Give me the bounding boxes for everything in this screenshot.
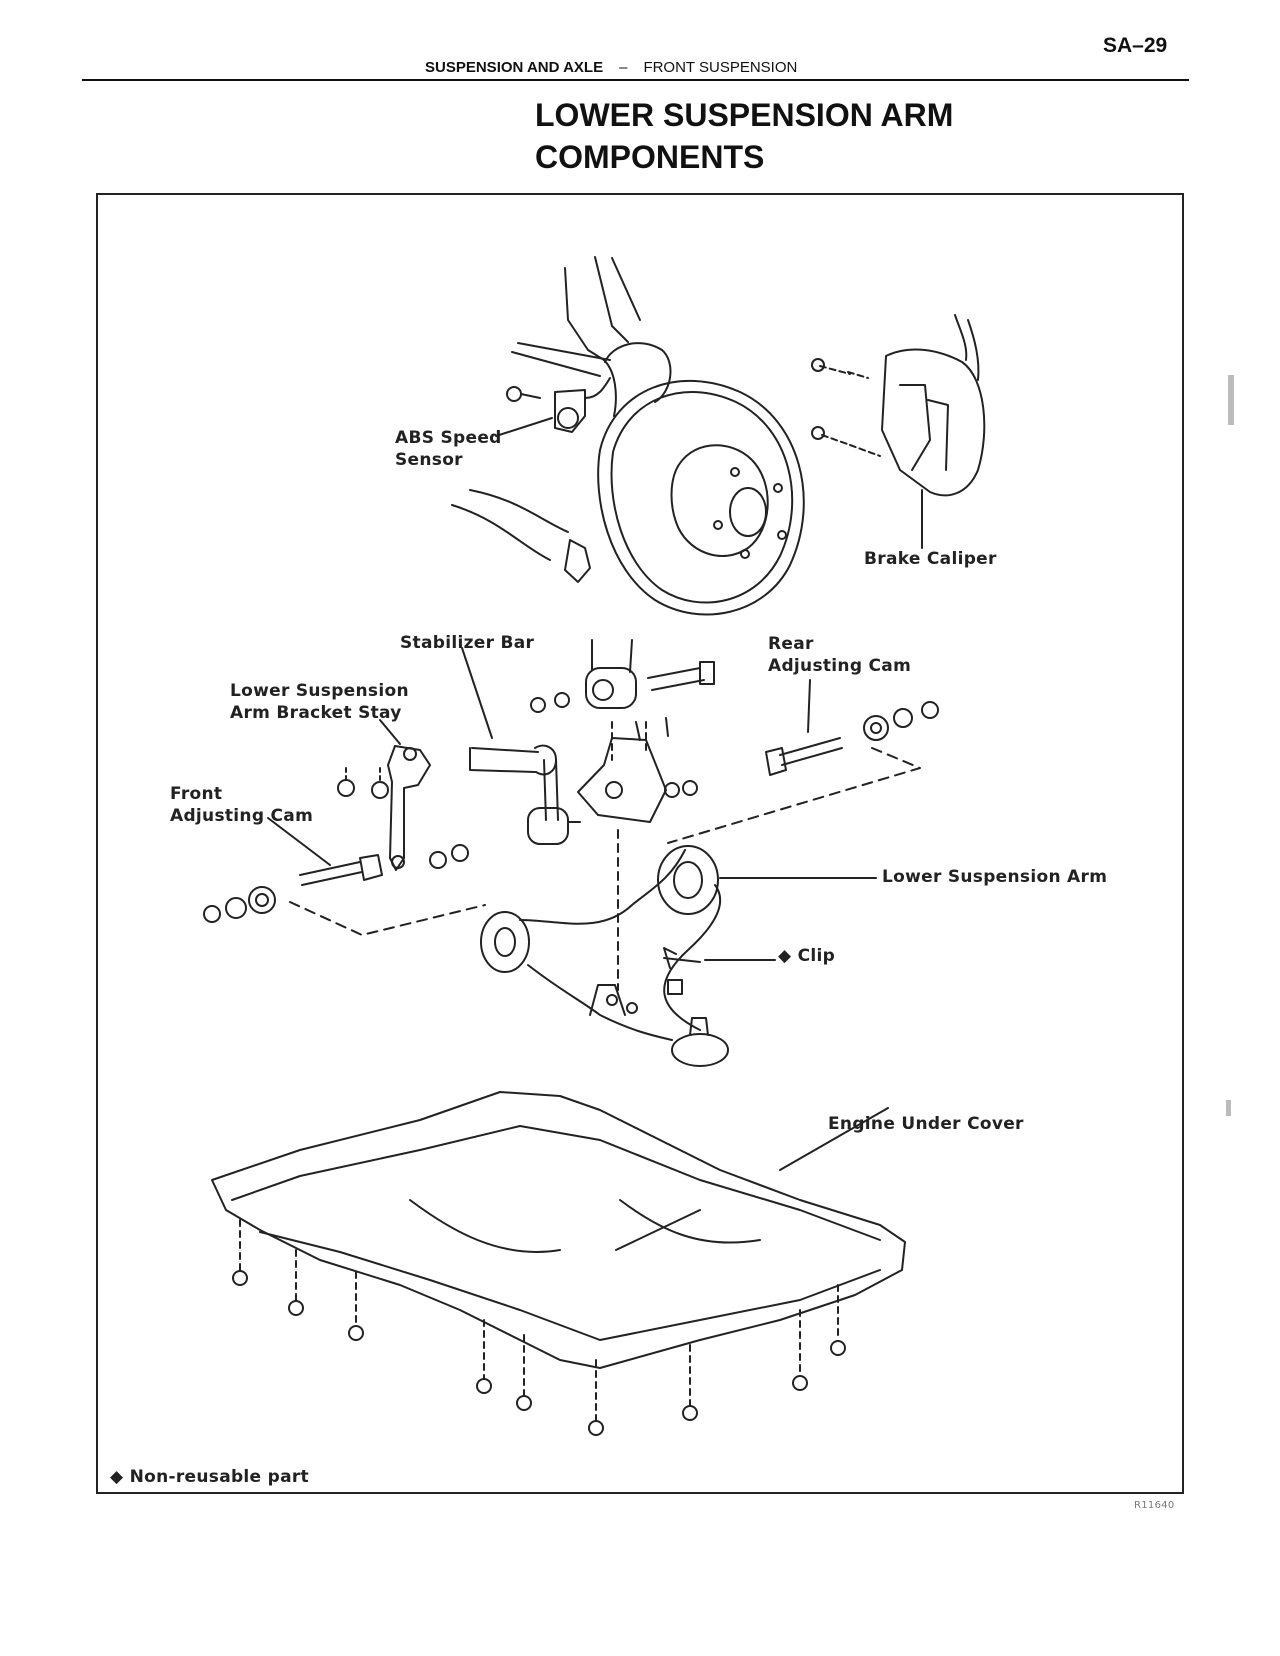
lower-suspension-arm-drawing [480,829,877,1067]
front-adjusting-cam-drawing [203,817,486,936]
header-separator: – [619,59,628,76]
label-leader-lines [495,417,553,437]
label-rear-adjusting-cam: Rear Adjusting Cam [768,634,912,676]
bracket-stay-drawing [337,719,431,871]
shock-absorber-lower-drawing [530,639,715,823]
page-number: SA–29 [1103,34,1168,57]
label-stabilizer-bar: Stabilizer Bar [400,633,535,653]
label-engine-under-cover: Engine Under Cover [828,1114,1024,1134]
label-front-adjusting-cam: Front Adjusting Cam [170,784,314,826]
stabilizer-bar-drawing [461,647,581,845]
legend: ◆ Non-reusable part [110,1466,309,1488]
scan-artifact [1228,375,1234,425]
title-line-1: LOWER SUSPENSION ARM [535,97,954,133]
label-abs-speed-sensor: ABS Speed Sensor [395,428,502,470]
scan-artifact-small [1226,1100,1231,1116]
label-brake-caliper: Brake Caliper [864,549,997,569]
legend-symbol-icon: ◆ [110,1467,124,1487]
strut-knuckle-drawing [451,256,672,583]
diagram-frame [96,193,1184,1494]
subsection-title: FRONT SUSPENSION [643,59,798,76]
label-clip: Clip [797,946,836,966]
rear-adjusting-cam-drawing [667,679,939,844]
header-rule [82,79,1189,81]
section-title: SUSPENSION AND AXLE [425,59,604,76]
legend-text: Non-reusable part [129,1467,309,1487]
clip-label: ◆ Clip [778,945,835,967]
brake-disc-drawing [597,379,805,616]
page-title: LOWER SUSPENSION ARM COMPONENTS [535,94,953,178]
title-line-2: COMPONENTS [535,139,765,175]
brake-caliper-drawing [811,314,986,549]
non-reusable-marker-icon: ◆ [778,946,792,966]
figure-code: R11640 [1134,1500,1175,1511]
engine-under-cover-drawing [211,1091,906,1436]
running-header: SUSPENSION AND AXLE–FRONT SUSPENSION [425,59,797,76]
label-lower-suspension-arm: Lower Suspension Arm [882,867,1108,887]
label-lower-suspension-arm-bracket-stay: Lower Suspension Arm Bracket Stay [230,681,409,723]
abs-speed-sensor-drawing [506,377,611,433]
